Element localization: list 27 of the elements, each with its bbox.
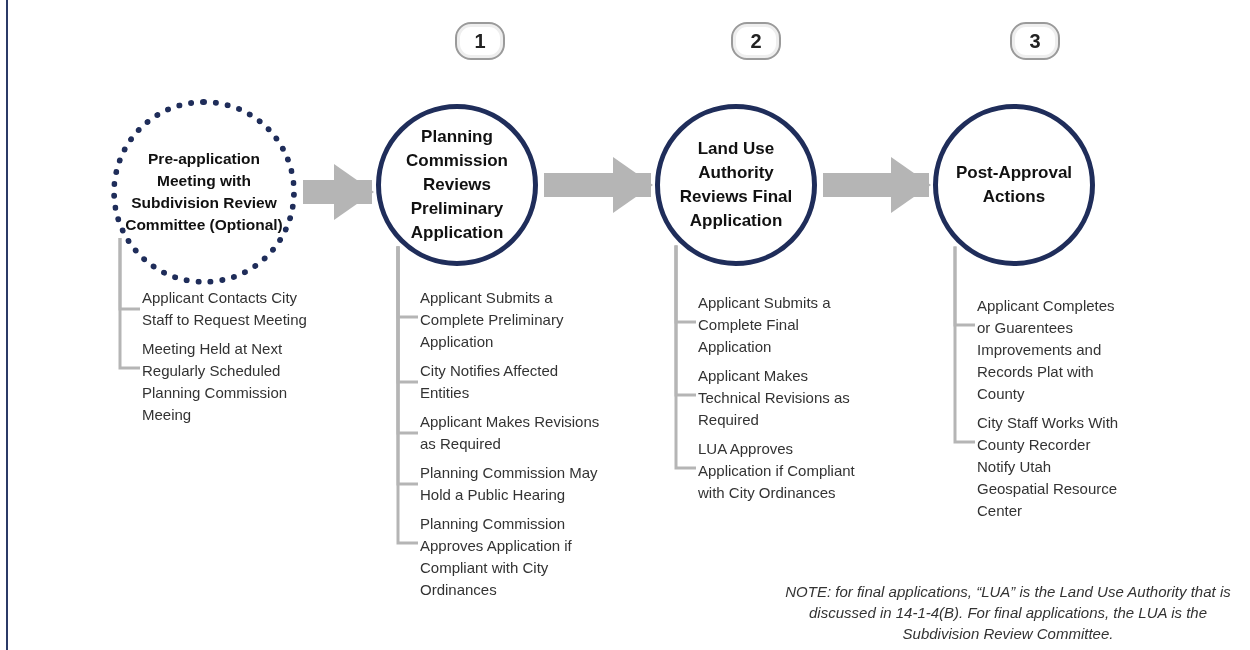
bracket-line (118, 237, 140, 370)
step-description: Applicant Submits a Complete Final Application (698, 292, 858, 358)
step-description: Applicant Makes Revisions as Required (420, 411, 602, 455)
block-arrow (303, 164, 374, 220)
step-number-badge: 2 (731, 22, 781, 60)
bracket-line (674, 245, 696, 470)
block-arrow (823, 157, 931, 213)
step-description: City Staff Works With County Recorder Notify Utah Geospatial Resource Center (977, 412, 1127, 522)
note-text: NOTE: for final applications, “LUA” is the Land Use Authority that is discussed in 14-1-4(B). For final applications, the LUA is the Subdivision Review Committee. (784, 582, 1232, 644)
step-description: LUA Approves Application if Compliant with City Ordinances (698, 438, 858, 504)
bracket-line (396, 246, 418, 545)
step-description: Meeting Held at Next Regularly Scheduled Planning Commission Meeing (142, 338, 310, 426)
step-title: Land Use Authority Reviews Final Application (678, 138, 794, 232)
step-title: Post-Approval Actions (954, 162, 1074, 208)
step-description: Applicant Completes or Guarentees Improvements and Records Plat with County (977, 295, 1127, 405)
block-arrow (544, 157, 653, 213)
step-description: Applicant Submits a Complete Preliminary Application (420, 287, 602, 353)
step-number-badge: 1 (455, 22, 505, 60)
step-description: Planning Commission May Hold a Public Hearing (420, 462, 602, 506)
step-description: Planning Commission Approves Application if Compliant with City Ordinances (420, 513, 602, 601)
step-number-badge: 3 (1010, 22, 1060, 60)
bracket-line (953, 246, 975, 444)
step-title: Pre-application Meeting with Subdivision Review Committee (Optional) (124, 149, 284, 235)
step-description: City Notifies Affected Entities (420, 360, 602, 404)
step-description: Applicant Contacts City Staff to Request Meeting (142, 287, 310, 331)
step-description: Applicant Makes Technical Revisions as Required (698, 365, 858, 431)
step-title: Planning Commission Reviews Preliminary Application (405, 126, 509, 244)
